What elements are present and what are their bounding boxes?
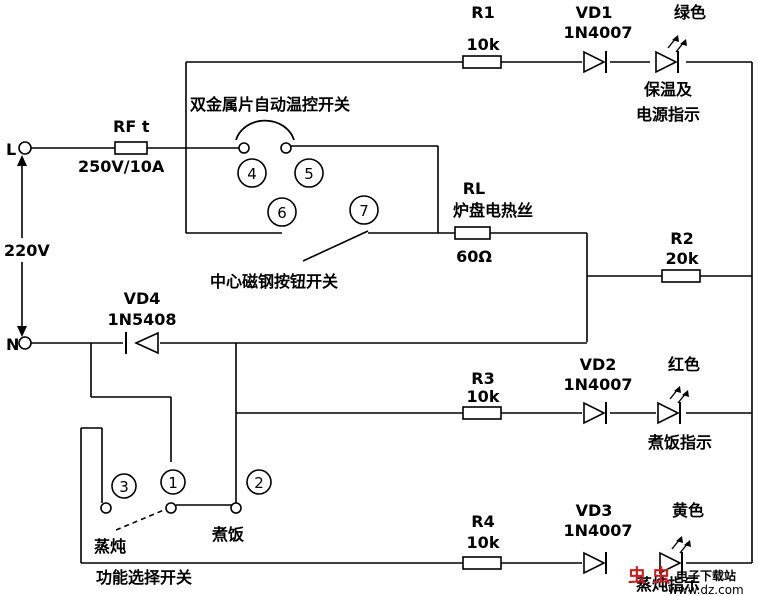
- diode-vd4: [125, 331, 159, 355]
- r1-value: 10k: [467, 35, 500, 54]
- vd1-part: 1N4007: [563, 23, 632, 42]
- led1-color: 绿色: [674, 3, 706, 22]
- resistors: [114, 55, 701, 570]
- r4-value: 10k: [467, 533, 500, 552]
- vd1-name: VD1: [576, 3, 613, 22]
- selector-dashed-link: [115, 509, 165, 531]
- led-red: [657, 386, 689, 425]
- terminal-L: [18, 141, 32, 155]
- switch-contact-2-label: 2: [254, 474, 264, 492]
- r2-name: R2: [670, 229, 693, 248]
- diode-vd2: [583, 401, 607, 425]
- r1-name: R1: [471, 3, 494, 22]
- r3-name: R3: [471, 369, 494, 388]
- contact-5-label: 5: [304, 165, 314, 183]
- switch-pin-3: [100, 502, 112, 514]
- rl-name: RL: [463, 179, 486, 198]
- watermark-url: www.dz.com: [668, 583, 744, 596]
- switch-pin-2: [230, 502, 242, 514]
- switch-pin-1: [165, 502, 177, 514]
- terminal-N: [18, 336, 32, 350]
- center-switch-label: 中心磁钢按钮开关: [210, 272, 338, 291]
- resistor-r4: [462, 556, 502, 570]
- diode-vd3: [583, 551, 607, 575]
- vd3-name: VD3: [576, 501, 613, 520]
- terminal-N-label: N: [6, 335, 19, 354]
- watermark-logo: 虫 虫: [628, 565, 670, 587]
- bimetal-arc: [235, 119, 295, 141]
- switch-pos-stew: 蒸炖: [94, 537, 126, 556]
- resistor-r2: [661, 269, 701, 283]
- r2-value: 20k: [666, 249, 699, 268]
- switch-pos-cook: 煮饭: [211, 525, 244, 544]
- fuse-rating: 250V/10A: [78, 157, 165, 176]
- thermostat-pin-left: [238, 142, 250, 154]
- fuse-rft: [114, 141, 148, 155]
- r3-value: 10k: [467, 387, 500, 406]
- led-yellow: [659, 536, 691, 575]
- led3-label: 蒸炖指示: [636, 575, 700, 594]
- rl-value: 60Ω: [456, 247, 492, 266]
- vd3-part: 1N4007: [563, 521, 632, 540]
- vd4-part: 1N5408: [107, 310, 176, 329]
- resistor-r1: [462, 55, 502, 69]
- led2-color: 红色: [668, 355, 700, 374]
- led1-label-2: 电源指示: [636, 105, 700, 124]
- arrow-up-icon: [17, 155, 27, 166]
- svg-text:虫 虫: 虫 虫: [628, 565, 670, 587]
- contact-4-label: 4: [247, 165, 257, 183]
- switch-contact-1-label: 1: [168, 474, 178, 492]
- terminal-L-label: L: [6, 140, 16, 159]
- led2-label: 煮饭指示: [647, 433, 712, 452]
- r4-name: R4: [471, 512, 494, 531]
- vd2-part: 1N4007: [563, 375, 632, 394]
- contact-7-label: 7: [359, 202, 369, 220]
- fuse-name: RF t: [113, 117, 150, 136]
- wires: [21, 61, 753, 564]
- diode-vd1: [583, 50, 607, 74]
- led3-color: 黄色: [672, 501, 704, 520]
- resistor-r3: [462, 406, 502, 420]
- voltage-label: 220V: [4, 241, 50, 260]
- thermostat-pin-right: [280, 142, 292, 154]
- led-green: [655, 35, 687, 74]
- contact-circles: [111, 158, 379, 499]
- thermostat-label: 双金属片自动温控开关: [190, 95, 350, 114]
- switch-contact-3-label: 3: [119, 478, 129, 496]
- rl-label: 炉盘电热丝: [453, 201, 533, 220]
- vd4-name: VD4: [124, 289, 161, 308]
- led1-label-1: 保温及: [643, 80, 693, 99]
- contact-6-label: 6: [277, 204, 287, 222]
- arrow-down-icon: [17, 326, 27, 337]
- vd2-name: VD2: [580, 355, 617, 374]
- function-switch-label: 功能选择开关: [96, 568, 192, 587]
- watermark-site: 电子下载站: [676, 568, 736, 583]
- resistor-rl: [454, 226, 491, 240]
